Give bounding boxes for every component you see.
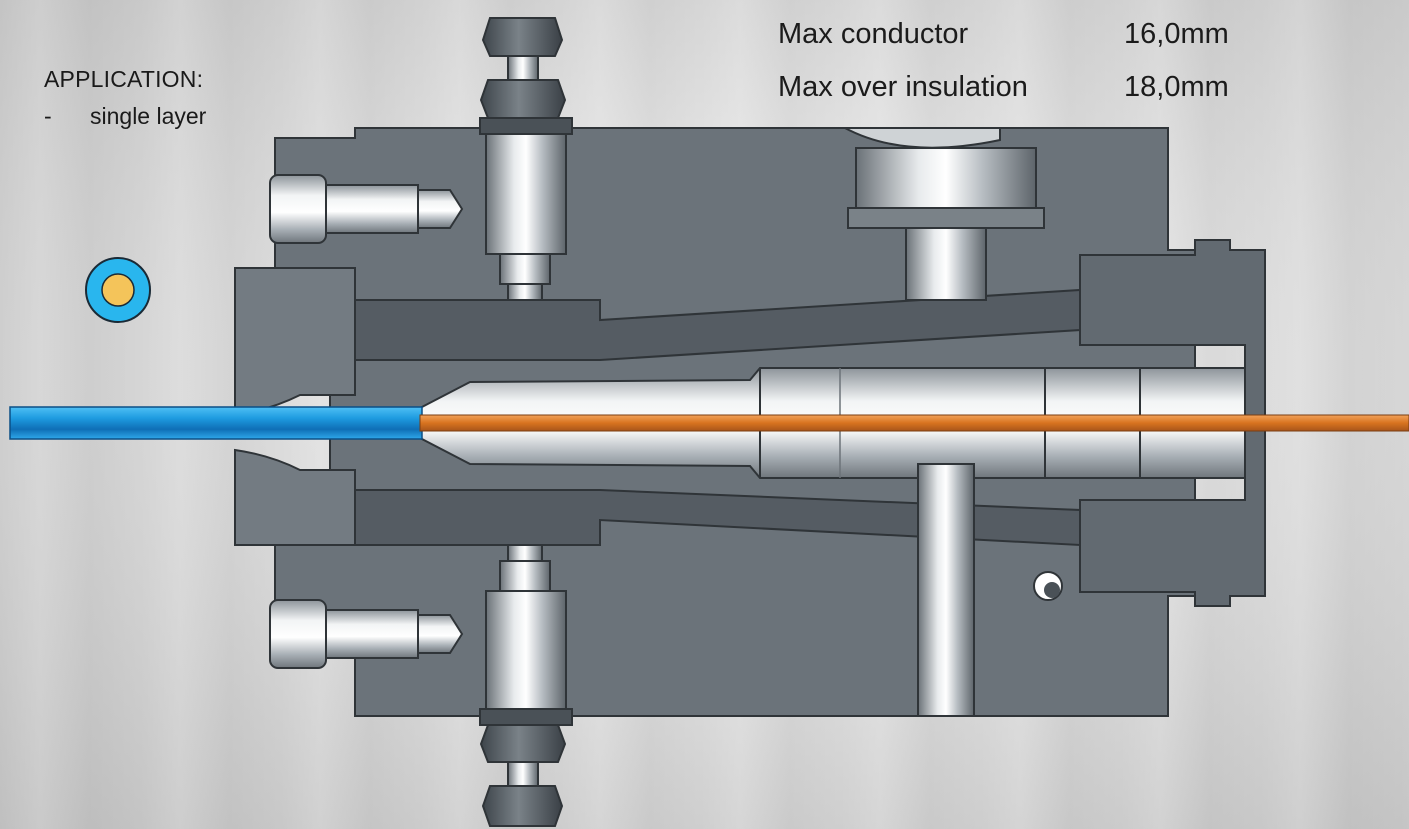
application-item-text: single layer (90, 103, 207, 129)
spec-label: Max over insulation (778, 71, 1028, 103)
centering-screw-bottom (479, 544, 573, 827)
insulated-wire (9, 406, 423, 440)
spec-max-conductor: Max conductor 16,0mm (778, 18, 1229, 51)
application-title: APPLICATION: (44, 66, 204, 92)
spec-max-insulation: Max over insulation 18,0mm (778, 71, 1229, 104)
cable-cross-section-icon (85, 257, 151, 323)
spec-value: 18,0mm (1124, 71, 1229, 103)
spec-label: Max conductor (778, 18, 969, 50)
centering-screw-top (479, 17, 573, 301)
top-port (847, 147, 1045, 301)
bolt-upper-left (269, 174, 464, 244)
application-item: - single layer (44, 103, 206, 130)
spec-value: 16,0mm (1124, 18, 1229, 50)
conductor-wire (419, 414, 1409, 432)
bolt-lower-left (269, 599, 464, 669)
application-item-bullet: - (44, 103, 52, 129)
